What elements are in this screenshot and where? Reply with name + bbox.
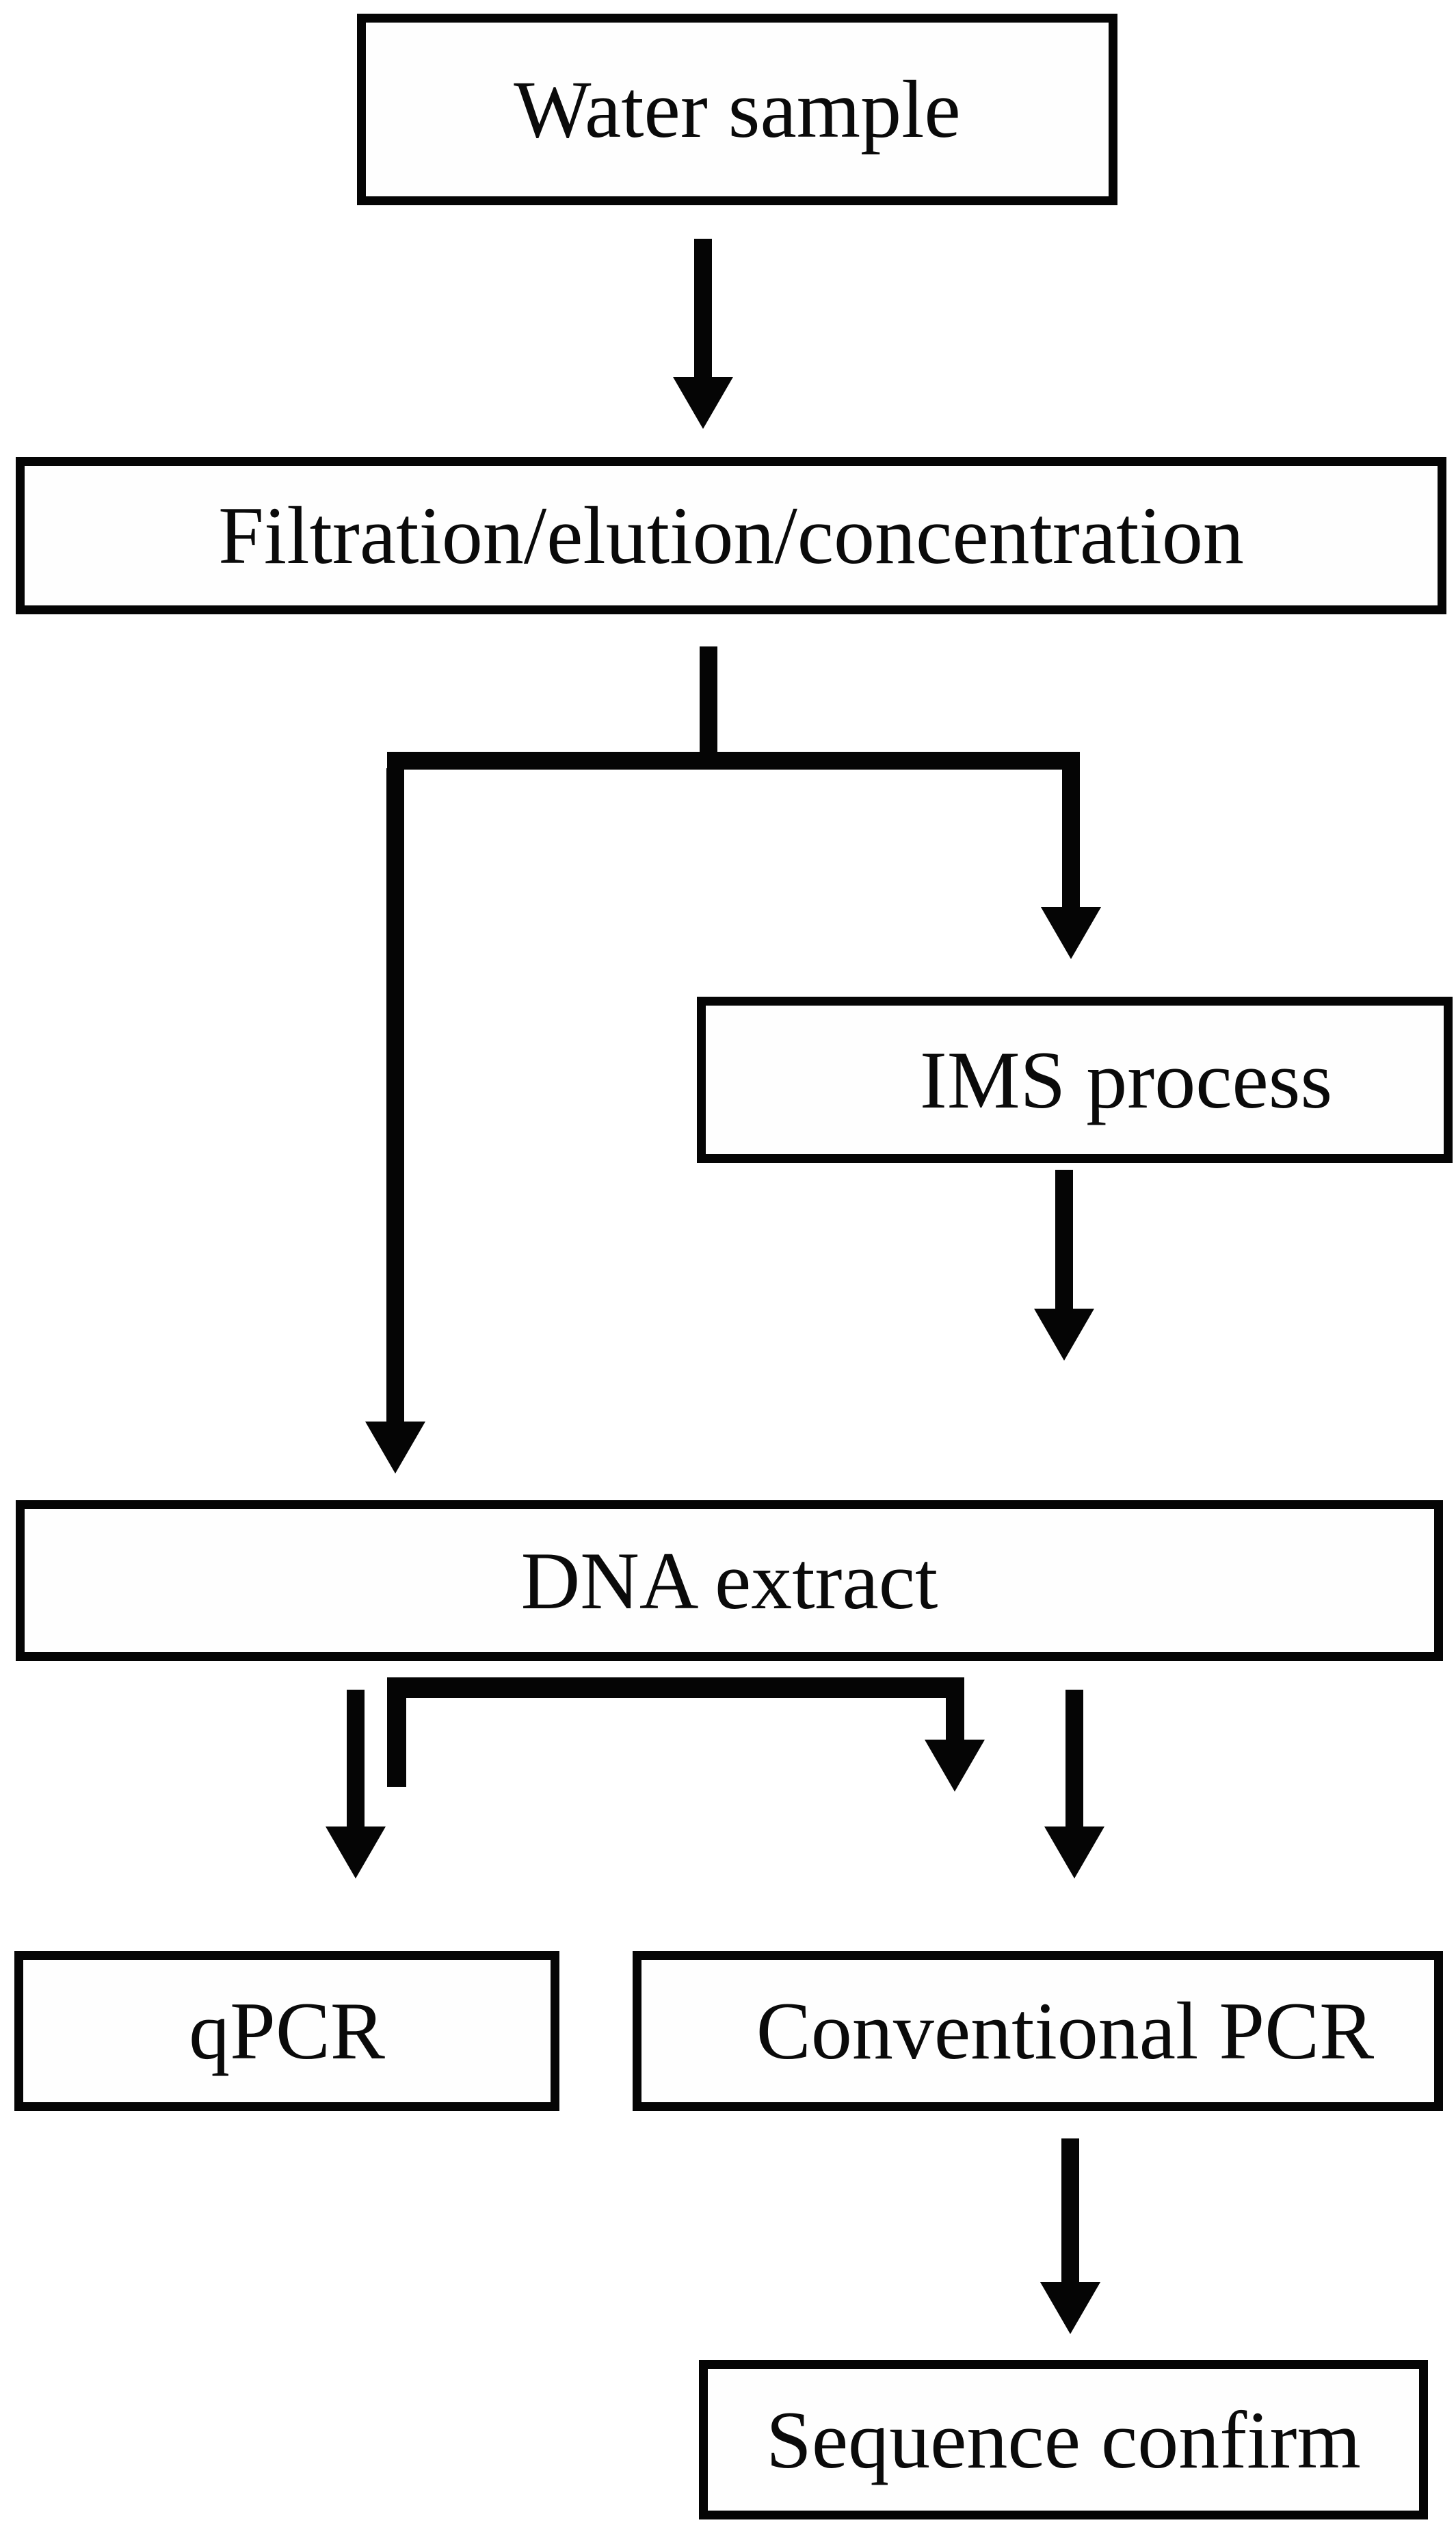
arrow-ims-to-dna-head xyxy=(1034,1309,1094,1361)
arrow-water-to-filtration-head xyxy=(673,377,733,429)
arrow-filtration-to-dna-head xyxy=(365,1422,425,1474)
node-sequence-confirm: Sequence confirm xyxy=(699,2360,1428,2519)
node-ims-process-label: IMS process xyxy=(919,1034,1333,1125)
arrow-dna-to-qpcr-shaft xyxy=(347,1690,365,1828)
arrow-water-to-filtration-shaft xyxy=(694,239,712,378)
node-water-sample-label: Water sample xyxy=(514,64,961,155)
node-filtration-label: Filtration/elution/concentration xyxy=(218,490,1244,581)
node-conventional-pcr: Conventional PCR xyxy=(633,1951,1443,2111)
arrow-filtration-to-dna-shaft xyxy=(386,768,404,1424)
node-filtration-elution-concentration: Filtration/elution/concentration xyxy=(16,457,1446,614)
node-ims-process: IMS process xyxy=(697,997,1453,1163)
arrow-dna-to-conventional-head xyxy=(1044,1827,1104,1878)
connector-filtration-stub xyxy=(700,646,717,768)
node-water-sample: Water sample xyxy=(357,14,1117,205)
arrow-conventional-to-sequence-shaft xyxy=(1061,2138,1079,2283)
arrow-filtration-to-ims-head xyxy=(1041,907,1101,959)
node-dna-extract-label: DNA extract xyxy=(520,1534,938,1626)
arrow-ims-to-dna-shaft xyxy=(1055,1170,1073,1310)
connector-filtration-split-bar xyxy=(387,752,1080,770)
connector-dna-bracket-head xyxy=(925,1740,985,1792)
node-conventional-pcr-label: Conventional PCR xyxy=(756,1985,1375,2076)
arrow-dna-to-conventional-shaft xyxy=(1065,1690,1083,1828)
connector-dna-bracket-drop xyxy=(946,1698,964,1741)
node-qpcr: qPCR xyxy=(14,1951,559,2111)
arrow-conventional-to-sequence-head xyxy=(1040,2282,1100,2334)
node-dna-extract: DNA extract xyxy=(16,1500,1443,1661)
arrow-filtration-to-ims-shaft xyxy=(1062,768,1080,908)
node-qpcr-label: qPCR xyxy=(189,1985,385,2076)
connector-dna-bracket-stub xyxy=(387,1698,406,1787)
node-sequence-confirm-label: Sequence confirm xyxy=(766,2394,1361,2485)
arrow-dna-to-qpcr-head xyxy=(326,1827,386,1878)
connector-dna-bracket-bar xyxy=(387,1677,964,1698)
